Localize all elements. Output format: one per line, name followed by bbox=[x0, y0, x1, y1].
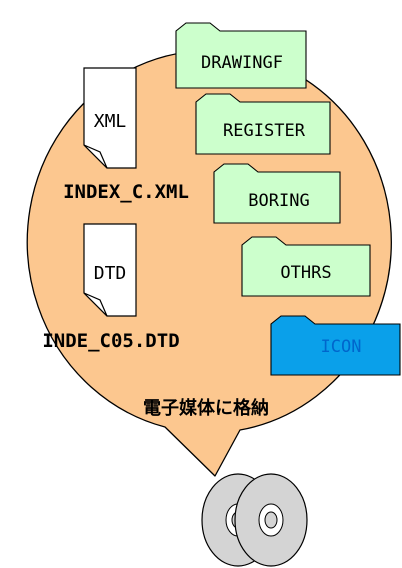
folder-label-icon: ICON bbox=[321, 337, 362, 357]
document-icon bbox=[83, 67, 137, 169]
cd-disc-icon bbox=[201, 473, 308, 567]
folder-register: REGISTER bbox=[195, 93, 331, 155]
xml-file-type-label: XML bbox=[94, 111, 127, 132]
folder-icon bbox=[175, 22, 307, 89]
folder-drawingf: DRAWINGF bbox=[175, 22, 307, 89]
folder-icon bbox=[270, 315, 401, 376]
document-fold bbox=[83, 144, 108, 169]
folder-label-othrs: OTHRS bbox=[280, 263, 331, 283]
folder-label-register: REGISTER bbox=[223, 121, 306, 141]
folder-icon-folder: ICON bbox=[270, 315, 401, 376]
dtd-file-name: INDE_C05.DTD bbox=[42, 330, 179, 352]
folder-icon bbox=[213, 163, 341, 224]
folder-label-drawingf: DRAWINGF bbox=[201, 53, 283, 73]
document-fold bbox=[83, 292, 108, 317]
storage-caption: 電子媒体に格納 bbox=[143, 397, 269, 419]
dtd-file: DTD bbox=[83, 223, 137, 317]
folder-boring: BORING bbox=[213, 163, 341, 224]
dtd-file-type-label: DTD bbox=[94, 263, 127, 284]
folder-label-boring: BORING bbox=[248, 191, 309, 211]
xml-file: XML bbox=[83, 67, 137, 169]
document-icon bbox=[83, 223, 137, 317]
folder-othrs: OTHRS bbox=[241, 236, 371, 297]
folder-icon bbox=[195, 93, 331, 155]
xml-file-name: INDEX_C.XML bbox=[63, 181, 189, 203]
cd-disc-right-hole bbox=[264, 511, 278, 529]
folder-icon bbox=[241, 236, 371, 297]
